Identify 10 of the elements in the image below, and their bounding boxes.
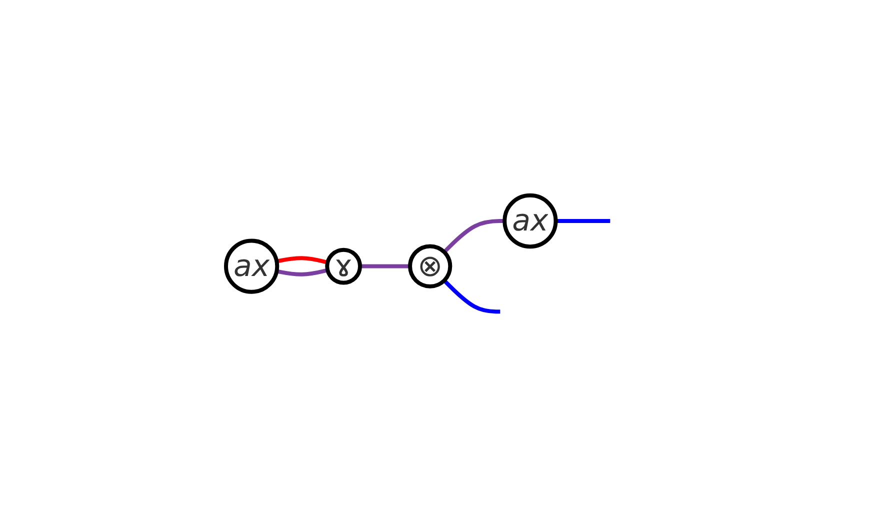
node-circle: ɤ bbox=[325, 248, 362, 285]
connector bbox=[276, 256, 328, 264]
connector bbox=[360, 264, 410, 268]
node-circle: ax bbox=[502, 193, 558, 249]
node-circle: ax bbox=[224, 238, 280, 294]
connector bbox=[442, 219, 504, 254]
connector bbox=[556, 219, 610, 223]
node-circle: ⊗ bbox=[408, 244, 452, 288]
connector bbox=[442, 279, 500, 314]
connector bbox=[276, 268, 328, 276]
